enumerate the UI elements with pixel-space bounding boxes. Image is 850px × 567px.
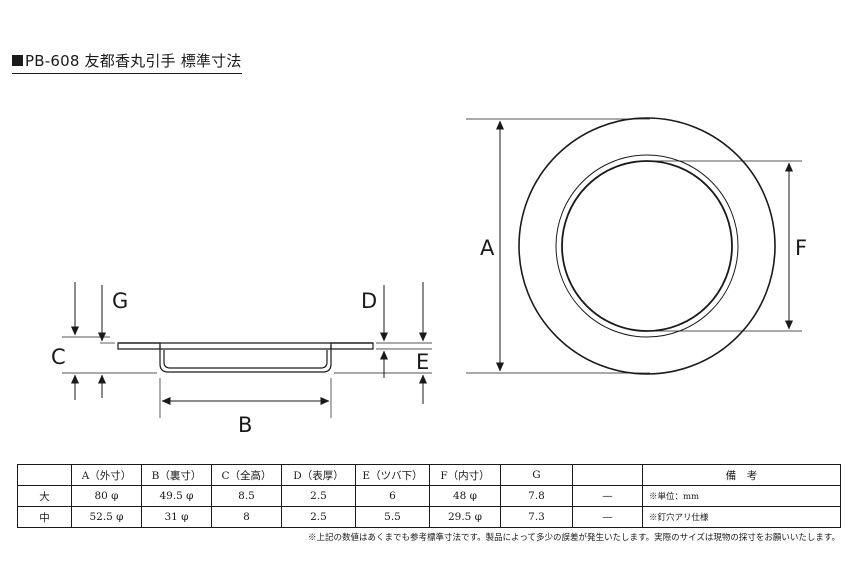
table-header-row: A（外寸） B（裏寸） C（全高） D（表厚） E（ツバ下） F（内寸） G 備… <box>17 464 841 486</box>
dimension-arrows <box>70 282 428 406</box>
label-c: C <box>51 345 66 369</box>
header-remarks: 備 考 <box>642 464 841 486</box>
header-d: D（表厚） <box>281 464 356 486</box>
inner-well-circle <box>561 160 733 332</box>
page-title: PB-608 友都香丸引手 標準寸法 <box>12 50 242 74</box>
cell-c: 8.5 <box>211 485 282 507</box>
cell-note: ※単位：mm <box>642 485 841 507</box>
cell-blank: — <box>572 485 643 507</box>
table-row: 大 80 φ 49.5 φ 8.5 2.5 6 48 φ 7.8 — ※単位：m… <box>17 485 841 507</box>
cell-e: 5.5 <box>355 506 430 528</box>
cell-d: 2.5 <box>281 485 356 507</box>
cell-a: 52.5 φ <box>71 506 142 528</box>
square-bullet-icon <box>12 55 23 66</box>
header-a: A（外寸） <box>71 464 142 486</box>
cell-size: 大 <box>17 485 72 507</box>
cell-b: 31 φ <box>141 506 212 528</box>
header-size <box>17 464 72 486</box>
cell-d: 2.5 <box>281 506 356 528</box>
title-underline <box>12 73 242 74</box>
label-d: D <box>361 289 377 313</box>
cell-c: 8 <box>211 506 282 528</box>
label-e: E <box>416 350 429 374</box>
label-g: G <box>112 289 128 313</box>
cell-g: 7.8 <box>500 485 573 507</box>
footnote: ※上記の数値はあくまでも参考標準寸法です。製品によって多少の誤差が発生いたします… <box>307 533 840 543</box>
spec-table: A（外寸） B（裏寸） C（全高） D（表厚） E（ツバ下） F（内寸） G 備… <box>17 464 841 528</box>
header-f: F（内寸） <box>429 464 501 486</box>
cell-f: 29.5 φ <box>429 506 501 528</box>
flange-edge-circle <box>555 154 739 338</box>
outer-rim-circle <box>518 117 776 375</box>
cell-g: 7.3 <box>500 506 573 528</box>
cell-blank: — <box>572 506 643 528</box>
table-row: 中 52.5 φ 31 φ 8 2.5 5.5 29.5 φ 7.3 — ※釘穴… <box>17 506 841 528</box>
top-view <box>466 117 802 375</box>
label-b: B <box>238 413 252 437</box>
cell-b: 49.5 φ <box>141 485 212 507</box>
flange-outline <box>117 342 374 350</box>
cell-a: 80 φ <box>71 485 142 507</box>
cell-e: 6 <box>355 485 430 507</box>
pan-outer-profile <box>159 345 332 373</box>
side-view <box>62 336 432 418</box>
page-title-text: PB-608 友都香丸引手 標準寸法 <box>25 52 242 70</box>
cell-size: 中 <box>17 506 72 528</box>
header-blank <box>572 464 643 486</box>
header-c: C（全高） <box>211 464 282 486</box>
header-e: E（ツバ下） <box>355 464 430 486</box>
pan-inner-profile <box>163 350 328 369</box>
header-g: G <box>500 464 573 486</box>
cell-note: ※釘穴アリ仕様 <box>642 506 841 528</box>
label-f: F <box>795 236 807 260</box>
label-a: A <box>480 236 495 260</box>
cell-f: 48 φ <box>429 485 501 507</box>
header-b: B（裏寸） <box>141 464 212 486</box>
